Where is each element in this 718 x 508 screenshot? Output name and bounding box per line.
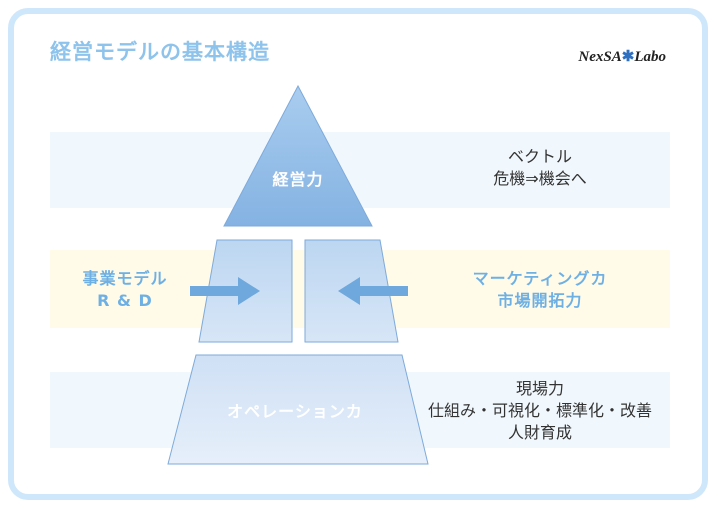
pyramid-bottom-label: オペレーションカ [227,402,363,421]
page-title: 経営モデルの基本構造 [50,40,270,64]
top-notes: ベクトル 危機⇒機会へ [460,146,620,190]
business-model-label: 事業モデル [82,269,168,288]
pyramid-base-trapezoid [167,354,429,465]
pyramid-top-triangle [223,84,373,227]
bottom-notes: 現場力 仕組み・可視化・標準化・改善 人財育成 [420,378,660,444]
arrow-left-icon [338,277,408,305]
arrow-right-icon [190,277,260,305]
talent-development-note: 人財育成 [507,423,572,442]
band-top [50,132,670,208]
logo-text-b: Labo [634,49,666,65]
rnd-label: R & D [97,291,153,310]
right-side-labels: マーケティングカ 市場開拓力 [440,268,640,312]
crisis-to-opportunity-note: 危機⇒機会へ [493,169,587,188]
brand-logo: NexSA✱Labo [578,47,666,66]
marketing-label: マーケティングカ [472,269,608,288]
logo-text-a: NexSA [578,49,622,65]
star-icon: ✱ [621,49,635,65]
field-power-note: 現場力 [515,379,564,398]
market-development-label: 市場開拓力 [497,291,583,310]
left-side-labels: 事業モデル R & D [60,268,190,312]
vector-note: ベクトル [507,147,572,166]
systems-note: 仕組み・可視化・標準化・改善 [427,401,652,420]
pyramid-top-label: 経営力 [272,170,324,189]
